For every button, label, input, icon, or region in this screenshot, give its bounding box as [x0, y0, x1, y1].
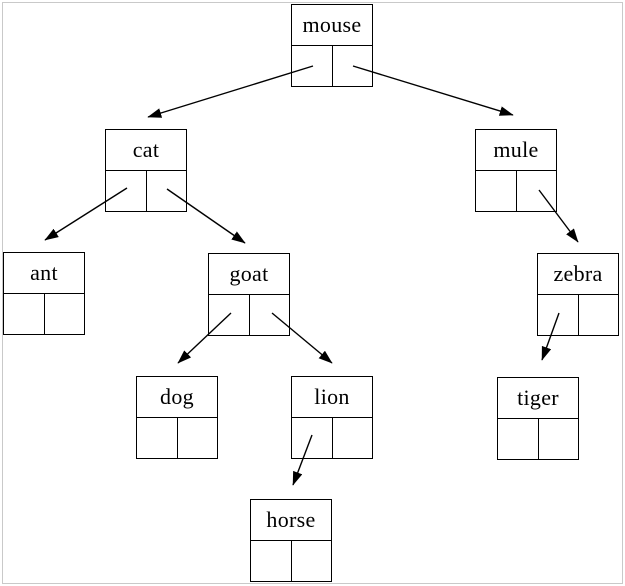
pointer-cells — [292, 418, 372, 458]
tree-node-ant: ant — [3, 252, 85, 335]
tree-node-zebra: zebra — [537, 253, 619, 336]
tree-node-dog: dog — [136, 376, 218, 459]
left-pointer-cell — [106, 171, 147, 211]
right-pointer-cell — [333, 46, 373, 86]
pointer-cells — [209, 295, 289, 335]
left-pointer-cell — [292, 46, 333, 86]
tree-node-mouse: mouse — [291, 4, 373, 87]
node-label: mouse — [292, 5, 372, 46]
left-pointer-cell — [209, 295, 250, 335]
right-pointer-cell — [539, 419, 579, 459]
node-label: tiger — [498, 378, 578, 419]
node-label: zebra — [538, 254, 618, 295]
node-label: lion — [292, 377, 372, 418]
tree-node-cat: cat — [105, 129, 187, 212]
node-label: ant — [4, 253, 84, 294]
tree-node-tiger: tiger — [497, 377, 579, 460]
right-pointer-cell — [333, 418, 373, 458]
pointer-cells — [498, 419, 578, 459]
right-pointer-cell — [517, 171, 557, 211]
left-pointer-cell — [4, 294, 45, 334]
left-pointer-cell — [498, 419, 539, 459]
pointer-cells — [106, 171, 186, 211]
pointer-cells — [4, 294, 84, 334]
pointer-cells — [137, 418, 217, 458]
left-pointer-cell — [292, 418, 333, 458]
node-label: horse — [251, 500, 331, 541]
node-label: mule — [476, 130, 556, 171]
right-pointer-cell — [178, 418, 218, 458]
tree-node-mule: mule — [475, 129, 557, 212]
left-pointer-cell — [137, 418, 178, 458]
tree-node-goat: goat — [208, 253, 290, 336]
left-pointer-cell — [538, 295, 579, 335]
node-label: goat — [209, 254, 289, 295]
right-pointer-cell — [292, 541, 332, 581]
tree-node-lion: lion — [291, 376, 373, 459]
right-pointer-cell — [45, 294, 85, 334]
node-label: cat — [106, 130, 186, 171]
edge-mouse-cat — [147, 65, 314, 118]
pointer-cells — [476, 171, 556, 211]
right-pointer-cell — [250, 295, 290, 335]
right-pointer-cell — [579, 295, 619, 335]
pointer-cells — [251, 541, 331, 581]
pointer-cells — [292, 46, 372, 86]
node-label: dog — [137, 377, 217, 418]
pointer-cells — [538, 295, 618, 335]
tree-node-horse: horse — [250, 499, 332, 582]
left-pointer-cell — [476, 171, 517, 211]
left-pointer-cell — [251, 541, 292, 581]
right-pointer-cell — [147, 171, 187, 211]
edge-mouse-mule — [352, 65, 514, 116]
